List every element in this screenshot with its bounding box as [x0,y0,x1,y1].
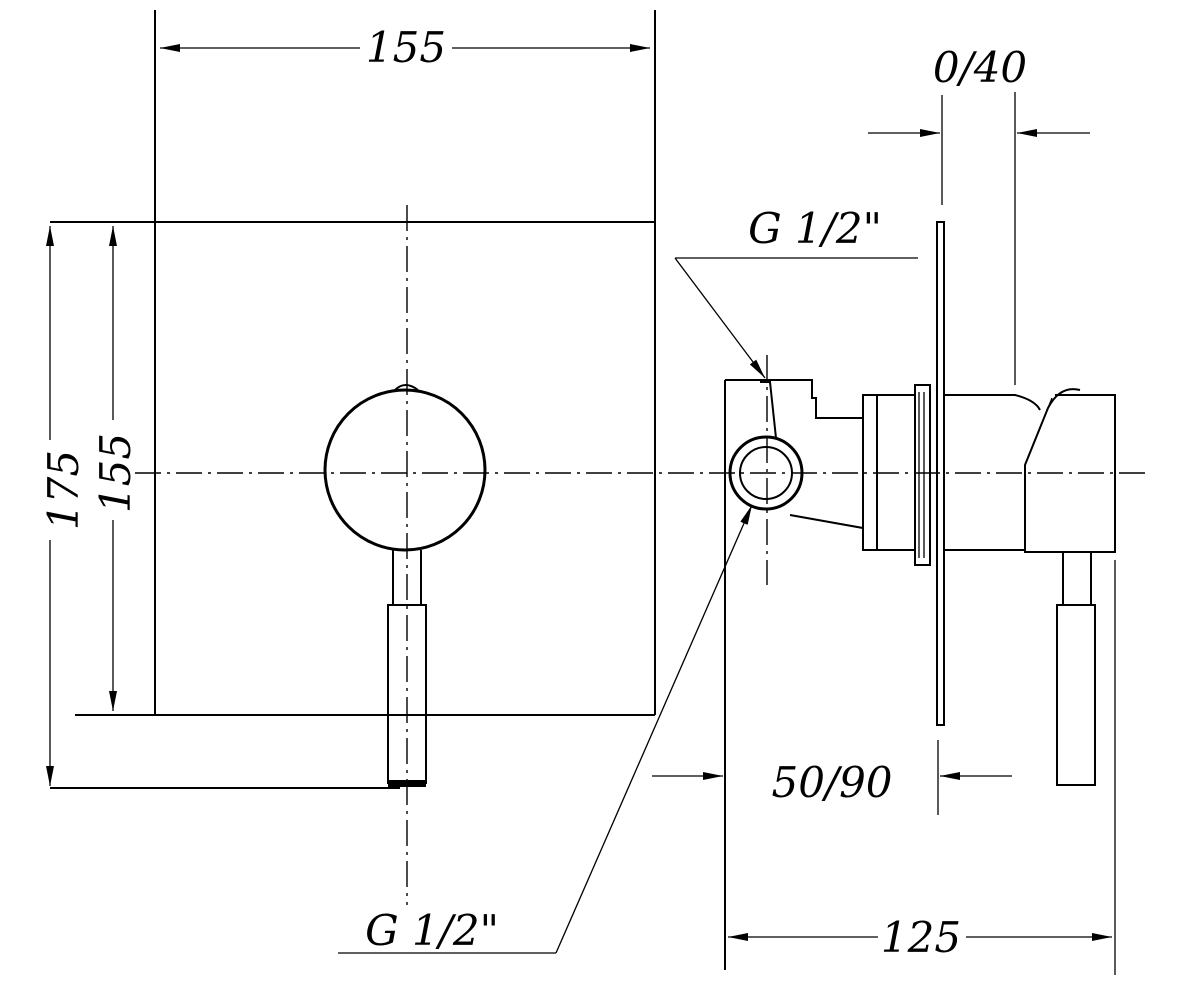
dimension-plate-height-inner: 155 [91,226,140,711]
lower-thread-label: G 1/2" [365,906,499,955]
total-depth-label: 125 [881,913,961,962]
wall-depth-label: 50/90 [771,758,892,807]
upper-thread-label: G 1/2" [748,204,882,253]
dimension-plate-height-outer: 175 [39,226,88,786]
plate-width-label: 155 [366,23,446,72]
dimension-wall-depth: 50/90 [652,740,1012,815]
dimension-plate-width: 155 [160,23,650,72]
callout-lower-thread: G 1/2" [338,504,753,955]
callout-upper-thread: G 1/2" [674,204,918,379]
plate-height-inner-label: 155 [91,433,140,513]
adjust-range-label: 0/40 [933,43,1027,92]
plate-height-outer-label: 175 [39,450,88,530]
side-view [724,221,1116,970]
front-view [50,10,1150,905]
dimension-total-depth: 125 [728,560,1116,975]
dimension-adjust-range: 0/40 [868,43,1090,385]
